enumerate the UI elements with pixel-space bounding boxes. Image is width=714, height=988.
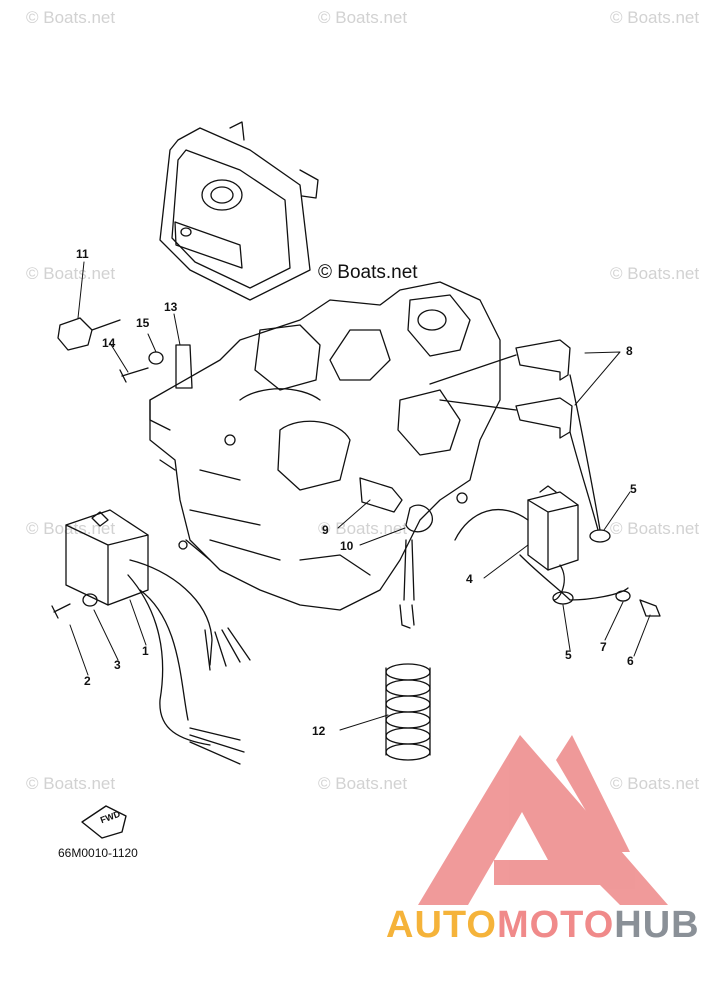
watermark-bottom-right: © Boats.net xyxy=(610,774,700,793)
callout-9: 9 xyxy=(322,523,329,537)
callout-2: 2 xyxy=(84,674,91,688)
watermark-top-center: © Boats.net xyxy=(318,8,408,27)
watermark-mid-right: © Boats.net xyxy=(610,264,700,283)
cylinder-cover-part xyxy=(159,121,319,301)
brand-part-auto: AUTO xyxy=(386,904,497,946)
callout-10: 10 xyxy=(340,539,354,553)
cdi-unit-part xyxy=(65,509,251,765)
callout-14: 14 xyxy=(102,336,116,350)
callout-6: 6 xyxy=(627,654,634,668)
callout-13: 13 xyxy=(164,300,178,314)
wire-harness-cover-part xyxy=(385,663,431,761)
callout-7: 7 xyxy=(600,640,607,654)
thermo-sensor-part xyxy=(359,477,433,629)
watermark-low-center: © Boats.net xyxy=(318,519,408,538)
watermark-top-right: © Boats.net xyxy=(610,8,700,27)
callout-5b: 5 xyxy=(565,648,572,662)
automotohub-logo-mark xyxy=(418,735,668,905)
watermark-low-right: © Boats.net xyxy=(610,519,700,538)
watermark-low-left: © Boats.net xyxy=(26,519,116,538)
callout-15: 15 xyxy=(136,316,150,330)
engine-block-part xyxy=(149,281,501,611)
callout-1: 1 xyxy=(142,644,149,658)
watermark-mid-left: © Boats.net xyxy=(26,264,116,283)
watermark-main: © Boats.net xyxy=(318,262,418,283)
diagram-code: 66M0010-1120 xyxy=(58,846,138,860)
brand-part-moto: MOTO xyxy=(496,904,615,946)
callout-5a: 5 xyxy=(630,482,637,496)
automotohub-brand-text: AUTOMOTOHUB xyxy=(386,904,700,947)
ignition-coil-part xyxy=(429,339,661,617)
watermark-bottom-left: © Boats.net xyxy=(26,774,116,793)
watermark-top-left: © Boats.net xyxy=(26,8,116,27)
brand-part-hub: HUB xyxy=(614,904,700,946)
callout-11: 11 xyxy=(76,247,89,261)
bolt-and-clamp-parts xyxy=(51,317,193,619)
watermark-bottom-center: © Boats.net xyxy=(318,774,408,793)
callout-8: 8 xyxy=(626,344,633,358)
callout-4: 4 xyxy=(466,572,473,586)
leader-lines xyxy=(69,261,651,731)
callout-3: 3 xyxy=(114,658,121,672)
callout-12: 12 xyxy=(312,724,326,738)
fwd-arrow-icon xyxy=(81,805,127,839)
